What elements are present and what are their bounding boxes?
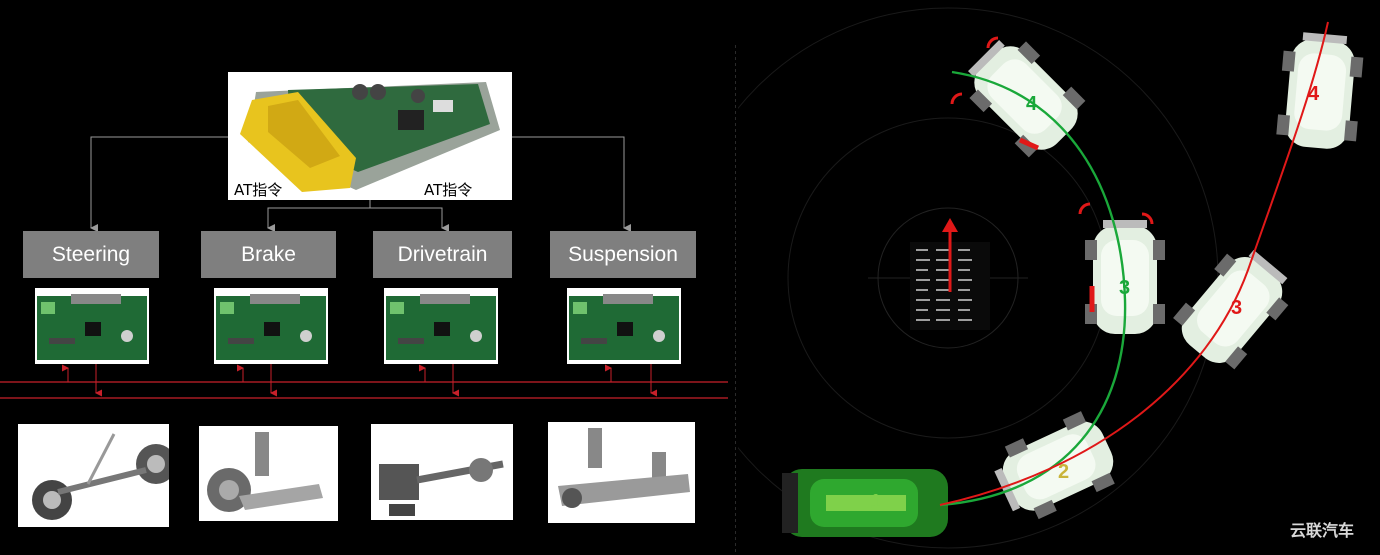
red-trajectory: [939, 21, 1329, 506]
green-trajectory: [939, 70, 1127, 507]
control-board-suspension: [567, 288, 681, 364]
wheel-angle-icon: [1078, 202, 1091, 215]
system-box-drivetrain: Drivetrain: [373, 231, 512, 278]
system-box-brake: Brake: [201, 231, 336, 278]
wheel-angle-icon: [1141, 212, 1154, 225]
red-label-4: 4: [1308, 83, 1320, 105]
drivetrain-mechanism-image: [371, 424, 513, 520]
wheel-angle-icon: [986, 36, 999, 49]
steer-mark-icon: [1018, 137, 1040, 151]
control-board-brake: [214, 288, 328, 364]
control-board-steering: [35, 288, 149, 364]
trajectory-illustration: 4 3 2 1 4 3: [738, 7, 1366, 549]
red-label-3: 3: [1231, 297, 1242, 319]
green-label-3: 3: [1119, 277, 1130, 299]
ecu-illustration: [240, 82, 500, 192]
control-board-drivetrain: [384, 288, 498, 364]
steering-mechanism-image: [18, 424, 176, 527]
car-position-red-4: [1275, 30, 1366, 152]
watermark-logo: 云联汽车: [1289, 523, 1354, 540]
lead-car-green: [782, 469, 948, 537]
suspension-mechanism-image: [548, 422, 695, 523]
brake-mechanism-image: [199, 426, 338, 521]
connector-lines: [0, 45, 736, 555]
system-box-suspension: Suspension: [550, 231, 696, 278]
green-label-4: 4: [1026, 93, 1038, 115]
system-box-steering: Steering: [23, 231, 159, 278]
forward-arrow-head-icon: [942, 218, 958, 232]
at-command-label-right: AT指令: [424, 181, 473, 199]
wheel-angle-icon: [950, 92, 963, 105]
at-command-label-left: AT指令: [234, 181, 283, 199]
green-label-2: 2: [1058, 461, 1069, 483]
ecu-controller-image: AT指令 AT指令: [228, 72, 512, 200]
green-label-1: 1: [870, 491, 881, 513]
